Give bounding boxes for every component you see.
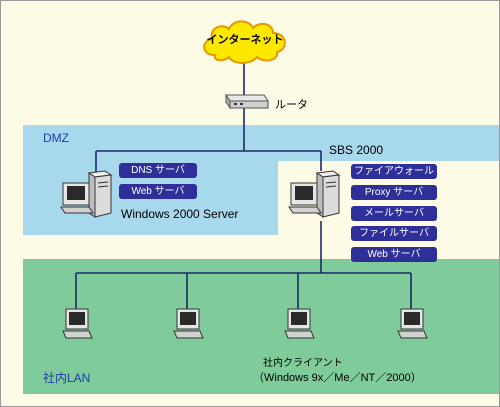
clients-caption-line2: （Windows 9x／Me／NT／2000） <box>253 372 422 384</box>
sbs-service-firewall: ファイアウォール <box>351 164 437 179</box>
clients-caption-line1: 社内クライアント <box>263 358 343 369</box>
sbs-caption: SBS 2000 <box>329 143 384 157</box>
cloud-icon <box>203 20 286 64</box>
internet-label: インターネット <box>206 34 284 46</box>
dmz-zone-extension <box>278 125 499 161</box>
dmz-zone <box>23 125 278 235</box>
router-icon <box>225 93 269 110</box>
dmz-service-dns: DNS サーバ <box>119 163 197 178</box>
computer-icon <box>62 308 93 339</box>
sbs-service-proxy: Proxy サーバ <box>351 185 437 200</box>
router-label: ルータ <box>275 99 308 111</box>
lan-label: 社内LAN <box>43 371 91 385</box>
sbs-service-mail: メールサーバ <box>351 206 437 221</box>
server-icon <box>60 170 113 218</box>
dmz-service-web: Web サーバ <box>119 184 197 199</box>
sbs-service-file: ファイルサーバ <box>351 226 437 241</box>
server-icon <box>288 170 341 218</box>
computer-icon <box>284 308 315 339</box>
computer-icon <box>173 308 204 339</box>
dmz-label: DMZ <box>43 131 69 145</box>
computer-icon <box>397 308 428 339</box>
sbs-service-web: Web サーバ <box>351 247 437 262</box>
dmz-server-caption: Windows 2000 Server <box>121 207 239 221</box>
